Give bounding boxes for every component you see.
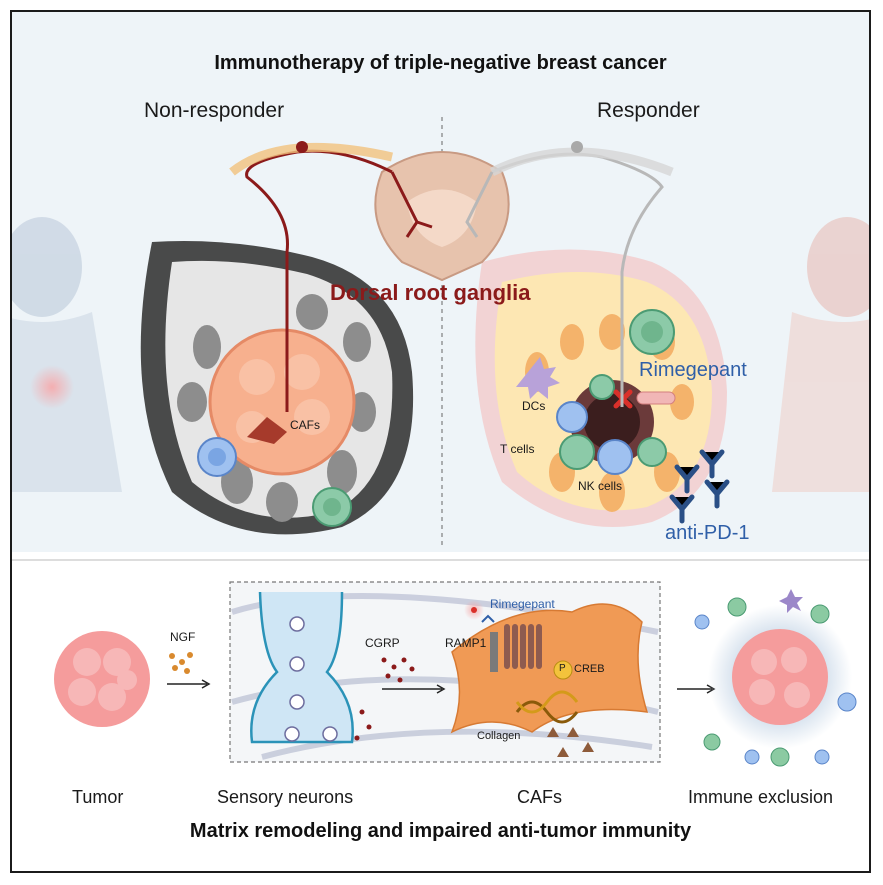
bottom-title: Matrix remodeling and impaired anti-tumo…: [189, 820, 692, 842]
ngf-label: NGF: [170, 630, 196, 644]
stage-tumor: Tumor: [72, 787, 124, 807]
rimegepant-label: Rimegepant: [639, 359, 747, 381]
stage-cafs: CAFs: [517, 787, 562, 807]
creb-label: CREB: [574, 663, 605, 675]
non-responder-breast: [140, 241, 414, 535]
tumor-mass: [54, 631, 150, 727]
rimegepant-small-label: Rimegepant: [490, 597, 555, 611]
responder-breast: [475, 249, 730, 527]
illustration-canvas: [12, 117, 869, 767]
cgrp-label: CGRP: [365, 636, 400, 650]
collagen-output: [547, 727, 594, 757]
dendritic-cell: [516, 357, 560, 399]
sensory-nerve-dark: [245, 149, 393, 412]
anti-pd1-label: anti-PD-1: [665, 522, 750, 544]
right-human-silhouette: [772, 217, 869, 492]
left-human-silhouette: [12, 217, 122, 492]
phospho-label: P: [559, 663, 566, 674]
ramp1-receptor: [504, 624, 542, 669]
collagen-label: Collagen: [477, 730, 521, 742]
ramp1-label: RAMP1: [445, 636, 487, 650]
caf-cell: [247, 417, 287, 444]
dna-helix: [515, 700, 579, 724]
stage-sensory-neurons: Sensory neurons: [217, 787, 354, 807]
responder-label: Responder: [597, 99, 700, 122]
ngf-particles: [169, 652, 193, 674]
non-responder-label: Non-responder: [144, 99, 285, 122]
nkcells-label: NK cells: [578, 479, 623, 493]
vesicles: [284, 616, 338, 742]
cgrp-particles: [354, 657, 415, 741]
immune-exclusion-tumor: [694, 589, 857, 767]
stage-immune-exclusion: Immune exclusion: [688, 787, 834, 807]
spinal-cord: [374, 151, 510, 282]
tcells-label: T cells: [500, 442, 535, 456]
caf-label: CAFs: [290, 418, 320, 432]
caf-cell-large: [450, 603, 649, 734]
rimegepant-pill: [636, 391, 676, 405]
figure-frame: Immunotherapy of triple-negative breast …: [10, 10, 871, 873]
anti-pd1-antibodies: [669, 449, 730, 524]
top-title: Immunotherapy of triple-negative breast …: [214, 52, 667, 74]
dcs-label: DCs: [522, 399, 546, 413]
drg-label: Dorsal root ganglia: [330, 280, 531, 305]
